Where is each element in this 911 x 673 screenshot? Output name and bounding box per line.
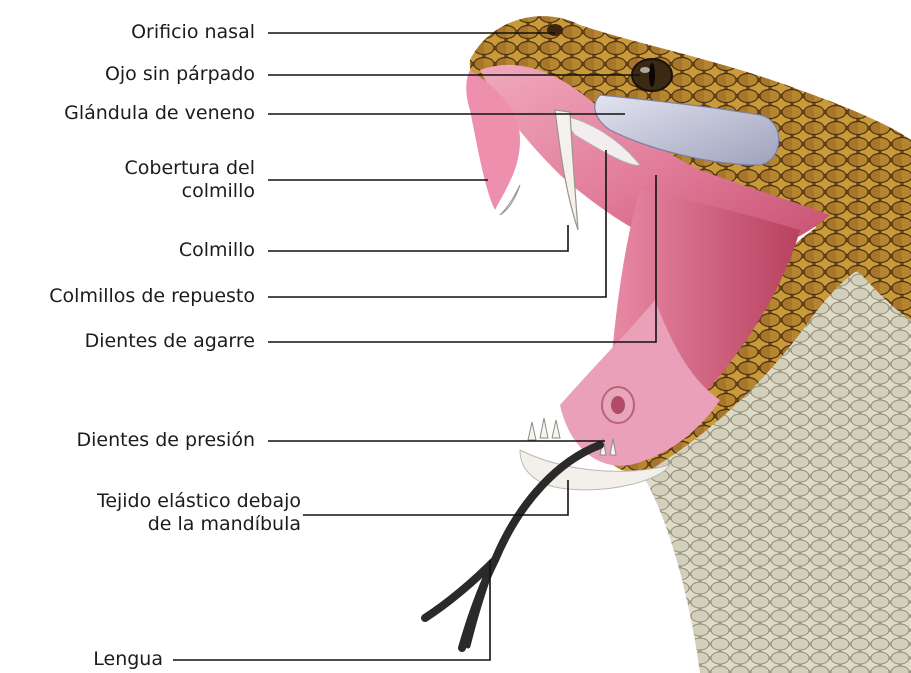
label-glandula-de-veneno: Glándula de veneno: [64, 102, 255, 125]
leader-colmillo: [268, 225, 568, 251]
label-ojo-sin-parpado: Ojo sin párpado: [105, 63, 255, 86]
leader-repuesto: [268, 150, 606, 297]
nostril: [547, 24, 563, 36]
label-cobertura-del-colmillo: Cobertura del colmillo: [125, 157, 255, 203]
label-colmillo: Colmillo: [179, 239, 255, 262]
label-colmillos-de-repuesto: Colmillos de repuesto: [49, 285, 255, 308]
label-tejido-elastico: Tejido elástico debajo de la mandíbula: [97, 490, 301, 536]
label-dientes-de-agarre: Dientes de agarre: [85, 330, 255, 353]
label-lengua: Lengua: [93, 648, 163, 671]
label-dientes-de-presion: Dientes de presión: [77, 429, 256, 452]
label-orificio-nasal: Orificio nasal: [131, 21, 255, 44]
